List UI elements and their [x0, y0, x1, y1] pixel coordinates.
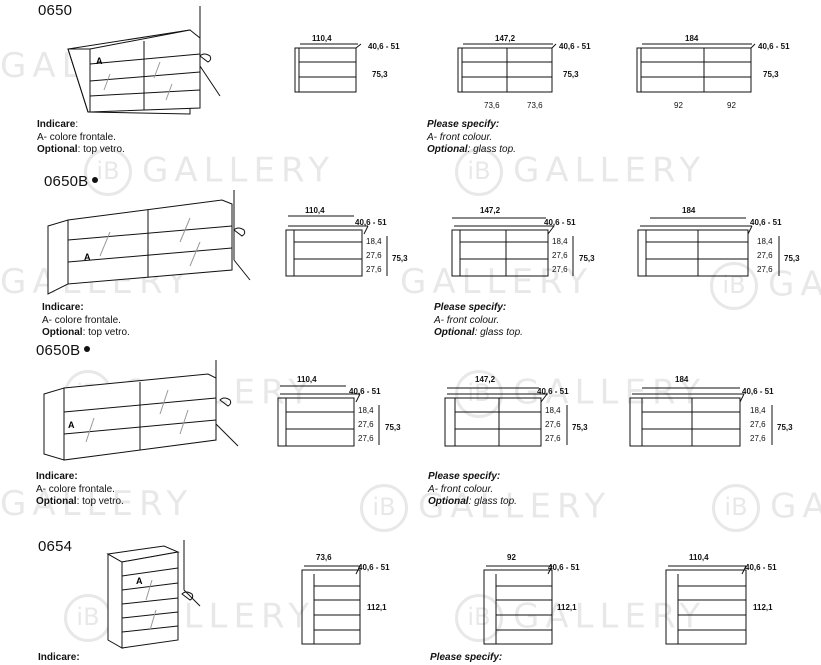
depth-label: 40,6 - 51 [358, 563, 390, 572]
width-label: 184 [682, 206, 696, 215]
height-label: 75,3 [385, 423, 401, 432]
depth-label: 40,6 - 51 [742, 387, 774, 396]
dresser-view [294, 43, 362, 93]
width-label: 110,4 [305, 206, 325, 215]
dimension-line [566, 405, 568, 445]
height-label: 112,1 [557, 603, 577, 612]
height-label: 75,3 [572, 423, 588, 432]
depth-label: 40,6 - 51 [544, 218, 576, 227]
row-height-label: 27,6 [757, 251, 773, 260]
height-label: 75,3 [563, 70, 579, 79]
height-label: 75,3 [579, 254, 595, 263]
width-label: 147,2 [480, 206, 501, 215]
notes-italian: Indicare: [38, 652, 80, 663]
row-height-label: 27,6 [358, 420, 374, 429]
notes-english: Please specify: A- front colour. Optiona… [428, 471, 517, 507]
bottom-width-label: 73,6 [527, 101, 543, 110]
width-label: 73,6 [316, 553, 332, 562]
height-label: 75,3 [372, 70, 388, 79]
row-height-label: 27,6 [750, 420, 766, 429]
notes-italian: Indicare: A- colore frontale. Optional: … [37, 119, 125, 155]
tall-dresser-view [483, 565, 553, 645]
depth-label: 40,6 - 51 [355, 218, 387, 227]
notes-english: Please specify: A- front colour. Optiona… [427, 119, 516, 155]
perspective-tall-dresser-drawing: A [106, 540, 201, 649]
dimension-line [771, 405, 773, 445]
dresser-view [457, 43, 557, 93]
row-height-label: 18,4 [552, 237, 568, 246]
width-label: 147,2 [495, 34, 516, 43]
row-height-label: 27,6 [757, 265, 773, 274]
bottom-width-label: 73,6 [484, 101, 500, 110]
row-height-label: 18,4 [366, 237, 382, 246]
svg-text:A: A [136, 576, 143, 586]
depth-label: 40,6 - 51 [559, 42, 591, 51]
dresser-view [637, 217, 753, 277]
dresser-view [285, 215, 369, 277]
width-label: 110,4 [689, 553, 709, 562]
depth-label: 40,6 - 51 [368, 42, 400, 51]
tall-dresser-view [301, 565, 361, 645]
svg-text:A: A [96, 56, 103, 66]
notes-english: Please specify: A- front colour. Optiona… [434, 302, 523, 338]
height-label: 75,3 [777, 423, 793, 432]
depth-label: 40,6 - 51 [349, 387, 381, 396]
row-height-label: 18,4 [757, 237, 773, 246]
product-code: 0650B [36, 342, 91, 359]
dimension-line [378, 405, 380, 445]
row-height-label: 18,4 [545, 406, 561, 415]
height-label: 112,1 [753, 603, 773, 612]
perspective-dresser-drawing: A [43, 360, 239, 461]
svg-text:A: A [84, 252, 91, 262]
depth-label: 40,6 - 51 [745, 563, 777, 572]
row-height-label: 27,6 [358, 434, 374, 443]
tall-dresser-view [665, 565, 747, 645]
product-code: 0654 [38, 538, 73, 555]
dimension-line [778, 236, 780, 276]
row-height-label: 27,6 [545, 434, 561, 443]
depth-label: 40,6 - 51 [537, 387, 569, 396]
row-height-label: 18,4 [358, 406, 374, 415]
dresser-view [277, 385, 361, 447]
row-height-label: 27,6 [366, 251, 382, 260]
dresser-view [451, 217, 555, 277]
width-label: 92 [507, 553, 516, 562]
perspective-dresser-drawing: A [67, 6, 221, 115]
height-label: 75,3 [784, 254, 800, 263]
product-code: 0650B [44, 173, 99, 190]
svg-text:A: A [68, 420, 75, 430]
row-height-label: 18,4 [750, 406, 766, 415]
width-label: 147,2 [475, 375, 496, 384]
bottom-width-label: 92 [727, 101, 736, 110]
width-label: 184 [685, 34, 699, 43]
perspective-dresser-drawing: A [47, 190, 251, 295]
depth-label: 40,6 - 51 [758, 42, 790, 51]
height-label: 75,3 [763, 70, 779, 79]
row-height-label: 27,6 [545, 420, 561, 429]
row-height-label: 27,6 [366, 265, 382, 274]
dresser-view [629, 387, 745, 447]
notes-italian: Indicare: A- colore frontale. Optional: … [42, 302, 130, 338]
dimension-line [572, 236, 574, 276]
dimension-line [386, 236, 388, 276]
product-code: 0650 [38, 2, 73, 19]
depth-label: 40,6 - 51 [548, 563, 580, 572]
width-label: 110,4 [312, 34, 332, 43]
height-label: 112,1 [367, 603, 387, 612]
dresser-view [444, 387, 548, 447]
notes-italian: Indicare: A- colore frontale. Optional: … [36, 471, 124, 507]
height-label: 75,3 [392, 254, 408, 263]
notes-english: Please specify: [430, 652, 503, 663]
dresser-view [636, 43, 756, 93]
width-label: 184 [675, 375, 689, 384]
row-height-label: 27,6 [552, 265, 568, 274]
bottom-width-label: 92 [674, 101, 683, 110]
row-height-label: 27,6 [552, 251, 568, 260]
row-height-label: 27,6 [750, 434, 766, 443]
width-label: 110,4 [297, 375, 317, 384]
depth-label: 40,6 - 51 [750, 218, 782, 227]
